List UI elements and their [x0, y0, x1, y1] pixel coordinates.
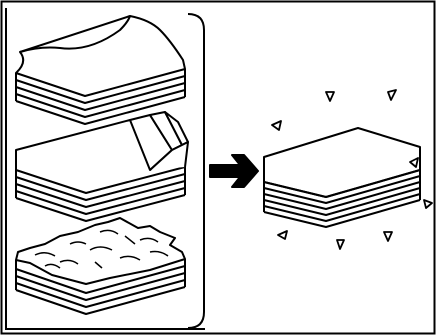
- bracket: [188, 14, 204, 328]
- sparkle-triangle-icon: [424, 200, 432, 208]
- sparkle-triangle-icon: [388, 90, 396, 100]
- folded-corner-paper-stack-icon: [16, 112, 188, 221]
- flat-paper-stack-icon: [264, 128, 420, 227]
- sparkle-triangle-icon: [337, 240, 344, 249]
- sparkle-triangle-icon: [278, 231, 287, 239]
- sparkle-triangle-icon: [384, 232, 392, 241]
- wrinkled-paper-stack-icon: [16, 218, 185, 314]
- right-arrow-icon: [210, 155, 258, 187]
- sparkle-triangle-icon: [326, 92, 334, 101]
- curled-paper-stack-icon: [16, 16, 185, 124]
- sparkle-triangle-icon: [272, 121, 281, 130]
